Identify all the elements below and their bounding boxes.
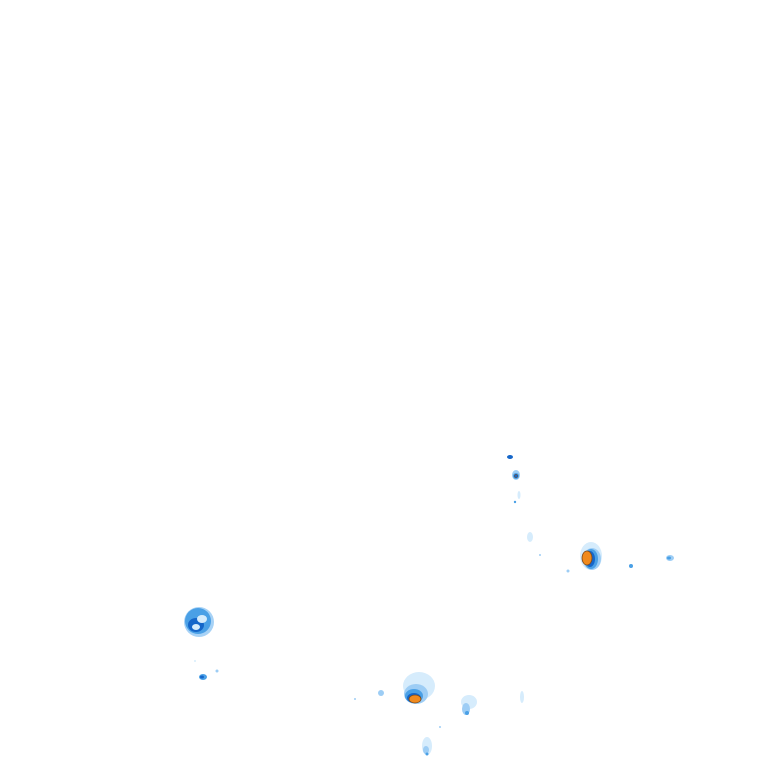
echo-south-center bbox=[354, 672, 435, 704]
echo-south-bottom bbox=[422, 737, 432, 756]
echo-north-streak bbox=[507, 455, 521, 504]
echo-west-small bbox=[194, 660, 219, 680]
echo-far-east bbox=[666, 555, 674, 561]
echo-west-cluster bbox=[184, 607, 214, 637]
echo-east-cell bbox=[527, 532, 633, 573]
echo-south-east-small bbox=[439, 691, 524, 728]
